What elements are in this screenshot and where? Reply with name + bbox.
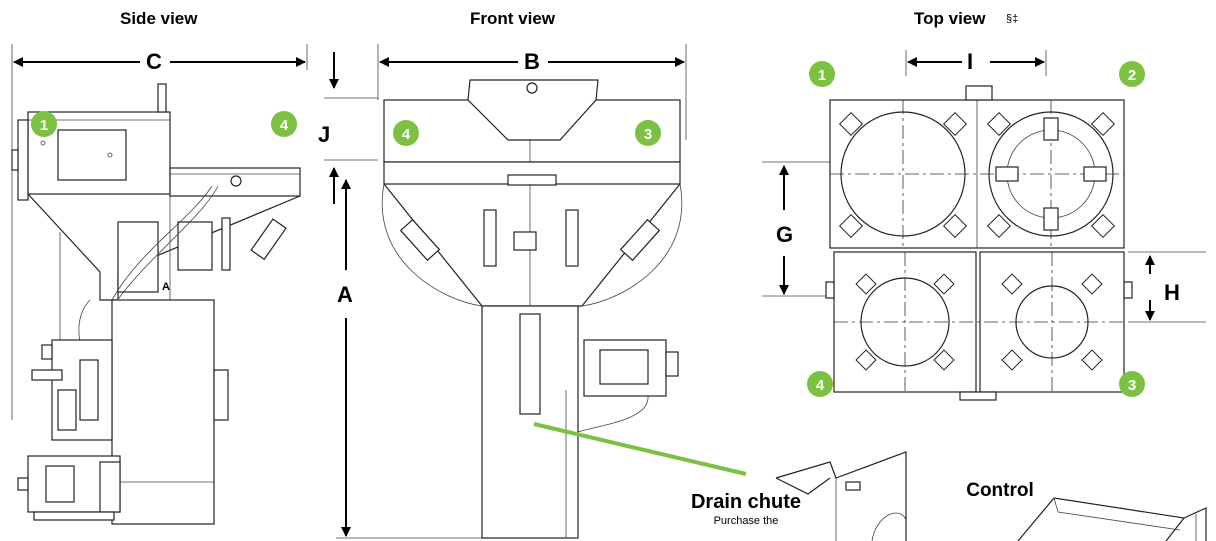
svg-text:3: 3 <box>644 126 652 143</box>
bin-mount-brackets <box>838 111 1116 371</box>
badge-4-front: 4 <box>393 120 419 146</box>
side-view-title: Side view <box>120 9 198 28</box>
svg-text:1: 1 <box>40 117 48 134</box>
dim-c-label: C <box>146 49 162 74</box>
control-title: Control <box>966 480 1034 501</box>
drain-chute-pointer <box>533 422 747 476</box>
badge-3-front: 3 <box>635 120 661 146</box>
svg-text:A: A <box>162 281 170 293</box>
top-view-drawing: I G H <box>762 49 1206 401</box>
svg-text:1: 1 <box>818 67 826 84</box>
side-view-drawing: C <box>11 44 308 525</box>
svg-text:2: 2 <box>1128 67 1136 84</box>
drain-chute-drawing <box>775 451 907 541</box>
svg-text:4: 4 <box>816 377 825 394</box>
dim-b-label: B <box>524 49 540 74</box>
svg-text:3: 3 <box>1128 377 1136 394</box>
svg-text:4: 4 <box>402 126 411 143</box>
dim-i-label: H <box>1164 280 1180 305</box>
front-view-drawing: B J A <box>318 44 687 539</box>
front-view-title: Front view <box>470 9 556 28</box>
control-drawing <box>1017 497 1207 541</box>
dim-j-label: J <box>318 122 330 147</box>
top-view-mark: §‡ <box>1006 13 1018 25</box>
badge-2-top: 2 <box>1119 61 1145 87</box>
dim-h-label: I <box>967 49 973 74</box>
badge-1-side: 1 <box>31 111 57 137</box>
dim-g-label: G <box>776 222 793 247</box>
drain-chute-title: Drain chute <box>691 491 801 513</box>
top-view-title: Top view <box>914 9 986 28</box>
drain-chute-text: Purchase the <box>714 515 779 527</box>
dim-a-label: A <box>337 282 353 307</box>
badge-1-top: 1 <box>809 61 835 87</box>
badge-3-top: 3 <box>1119 371 1145 397</box>
badge-4-top: 4 <box>807 371 833 397</box>
badge-4-side: 4 <box>271 111 297 137</box>
svg-text:4: 4 <box>280 117 289 134</box>
